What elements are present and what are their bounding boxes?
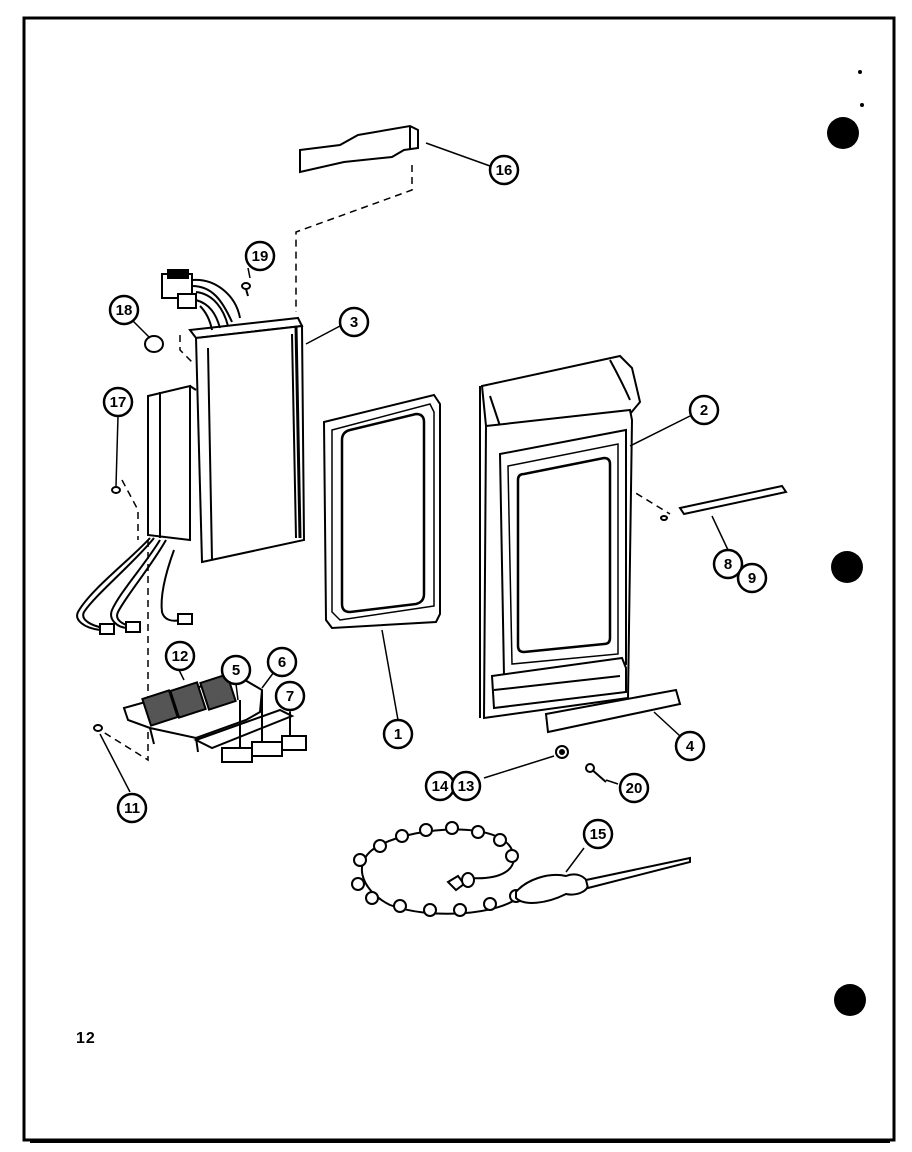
- svg-text:3: 3: [350, 314, 358, 331]
- part-4-bottom-trim-strip: [544, 688, 682, 734]
- callout-4: 4: [674, 730, 706, 762]
- svg-text:7: 7: [286, 688, 294, 705]
- callout-3: 3: [338, 306, 370, 338]
- svg-text:13: 13: [458, 778, 475, 795]
- part-3-control-box: [147, 316, 306, 564]
- binder-hole-bottom: [834, 984, 866, 1016]
- speck: [860, 103, 864, 107]
- callout-2: 2: [688, 394, 720, 426]
- wire-harness: [76, 537, 193, 635]
- svg-text:19: 19: [252, 248, 269, 265]
- callout-18: 18: [108, 294, 140, 326]
- part-16-top-cover-strip: [299, 124, 419, 174]
- callout-12: 12: [164, 640, 196, 672]
- callout-5: 5: [220, 654, 252, 686]
- callout-15: 15: [582, 818, 614, 850]
- part-11-screw: [93, 724, 103, 732]
- svg-text:4: 4: [686, 738, 695, 755]
- speck: [858, 70, 862, 74]
- svg-text:1: 1: [394, 726, 402, 743]
- svg-text:2: 2: [700, 402, 708, 419]
- svg-text:6: 6: [278, 654, 286, 671]
- callout-7: 7: [274, 680, 306, 712]
- part-2-door-frame: [479, 354, 642, 720]
- svg-text:12: 12: [172, 648, 189, 665]
- part-20-pin: [585, 763, 607, 783]
- part-12-terminal-board: [122, 673, 295, 753]
- parts-8-9-hinge-pin-rod: [660, 484, 788, 521]
- svg-text:16: 16: [496, 162, 513, 179]
- callout-19: 19: [244, 240, 276, 272]
- part-17-screw: [111, 486, 121, 494]
- parts-5-6-7-relays: [221, 690, 307, 763]
- parts-13-14-nut-washer: [555, 745, 569, 759]
- svg-text:8: 8: [724, 556, 732, 573]
- part-18-grommet: [144, 335, 164, 353]
- callout-16-top: 16: [488, 154, 520, 186]
- switch-with-wires: [161, 269, 241, 331]
- svg-text:5: 5: [232, 662, 240, 679]
- callout-20: 20: [618, 772, 650, 804]
- callout-14: 14: [424, 770, 456, 802]
- svg-text:9: 9: [748, 570, 756, 587]
- callout-11: 11: [116, 792, 148, 824]
- callout-13: 13: [450, 770, 482, 802]
- binder-hole-top: [827, 117, 859, 149]
- callout-17: 17: [102, 386, 134, 418]
- svg-text:17: 17: [110, 394, 127, 411]
- binder-hole-middle: [831, 551, 863, 583]
- part-15-temperature-probe: [351, 821, 691, 917]
- svg-text:15: 15: [590, 826, 607, 843]
- callout-leader-lines: [99, 142, 729, 873]
- svg-text:18: 18: [116, 302, 133, 319]
- svg-text:20: 20: [626, 780, 643, 797]
- callout-8: 8: [712, 548, 744, 580]
- page-number: 12: [76, 1030, 96, 1047]
- part-19-screw: [241, 282, 251, 297]
- part-1-door-gasket-window: [322, 393, 441, 630]
- page-border: [22, 16, 896, 1142]
- callout-6: 6: [266, 646, 298, 678]
- svg-text:14: 14: [432, 778, 449, 795]
- callout-1: 1: [382, 718, 414, 750]
- svg-text:11: 11: [124, 800, 140, 817]
- callout-9: 9: [736, 562, 768, 594]
